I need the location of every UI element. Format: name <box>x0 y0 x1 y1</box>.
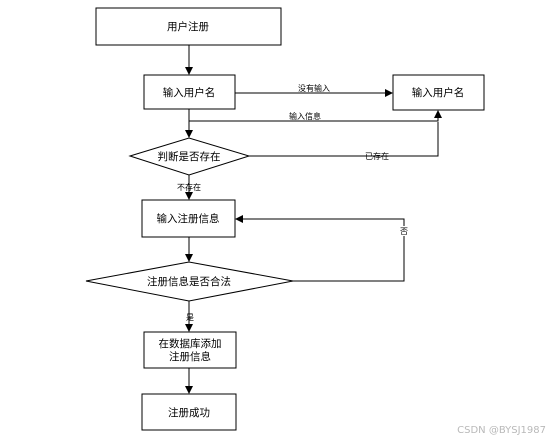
edge-label-yes: 是 <box>186 313 194 322</box>
input-username-right-label: 输入用户名 <box>412 86 465 99</box>
db-add-label-line1: 在数据库添加 <box>159 337 222 350</box>
edge-label-input-info: 输入信息 <box>289 111 321 121</box>
edge-label-exists: 已存在 <box>365 151 389 161</box>
watermark: CSDN @BYSJ1987 <box>457 425 546 436</box>
edge-exists <box>249 122 439 157</box>
edge-label-not-exists: 不存在 <box>177 182 201 192</box>
edge-label-no-input: 没有输入 <box>298 83 330 93</box>
input-username-right-box <box>392 74 485 111</box>
start-label: 用户注册 <box>167 20 209 33</box>
edge-input-info <box>189 110 442 122</box>
db-add-label-line2: 注册信息 <box>169 350 211 363</box>
edge-invalid-loop <box>235 215 405 282</box>
success-label: 注册成功 <box>168 406 210 419</box>
edge-label-no: 否 <box>400 227 408 236</box>
check-valid-label: 注册信息是否合法 <box>147 275 231 288</box>
input-username-box <box>143 74 236 110</box>
check-exists-label: 判断是否存在 <box>158 150 221 163</box>
start-box <box>95 7 282 46</box>
db-add-box <box>143 331 237 369</box>
input-info-box <box>141 199 236 238</box>
input-username-label: 输入用户名 <box>163 86 216 99</box>
input-info-label: 输入注册信息 <box>157 212 220 225</box>
success-box <box>141 393 237 431</box>
